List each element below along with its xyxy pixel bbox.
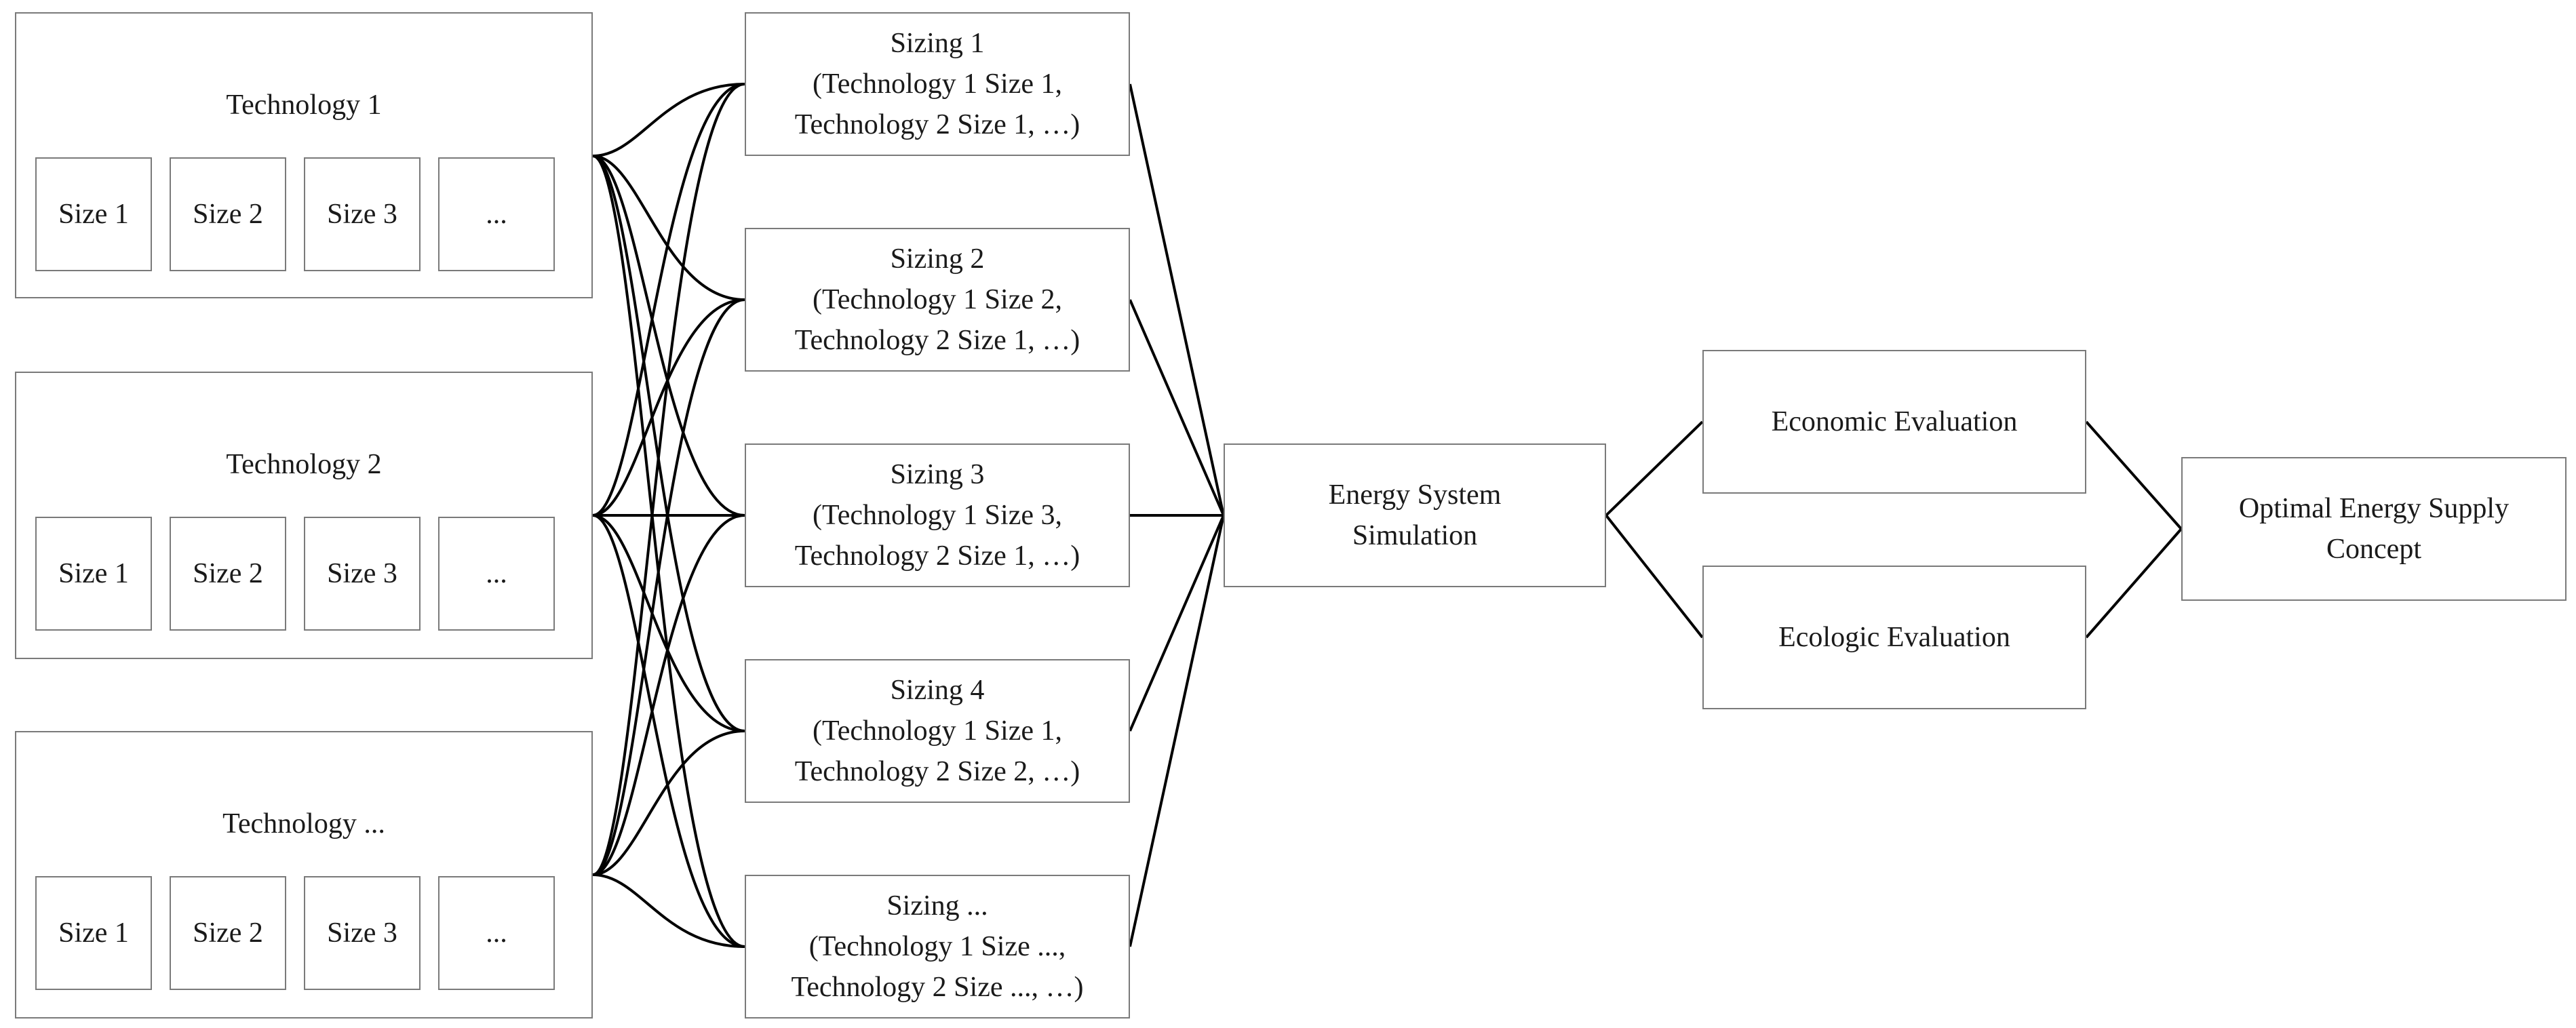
ecologic-evaluation-box: Ecologic Evaluation bbox=[1702, 566, 2086, 709]
sizing-4-box: Sizing 4 (Technology 1 Size 1, Technolog… bbox=[745, 659, 1130, 803]
tech-3-to-sizing-2-connector bbox=[592, 298, 745, 876]
tech-1-to-sizing-4-connector bbox=[592, 155, 745, 732]
economic-evaluation-box: Economic Evaluation bbox=[1702, 350, 2086, 494]
tech-1-to-sizing-1-connector bbox=[592, 83, 745, 157]
tech-2-to-sizing-5-connector bbox=[592, 514, 745, 948]
tech-3-to-sizing-4-connector bbox=[592, 730, 745, 876]
tech-3-to-sizing-1-connector bbox=[592, 83, 745, 876]
sizing-1-line-2: Technology 2 Size 1, …) bbox=[794, 109, 1080, 140]
sizing-2-line-2: Technology 2 Size 1, …) bbox=[794, 325, 1080, 356]
sizing-4-line-2: Technology 2 Size 2, …) bbox=[794, 756, 1080, 787]
technology-2-size-3: Size 3 bbox=[304, 517, 421, 631]
technology-more-size-3: Size 3 bbox=[304, 876, 421, 990]
sizing-1-line-1: (Technology 1 Size 1, bbox=[813, 68, 1062, 100]
simulation-to-ecologic-connector bbox=[1605, 514, 1704, 639]
technology-2-size-2: Size 2 bbox=[170, 517, 286, 631]
simulation-line-2: Simulation bbox=[1352, 520, 1478, 551]
technology-1-size-1: Size 1 bbox=[35, 157, 152, 271]
tech-1-to-sizing-5-connector bbox=[592, 155, 745, 948]
simulation-to-economic-connector bbox=[1605, 420, 1704, 517]
technology-more-box: Technology ... Size 1 Size 2 Size 3 ... bbox=[15, 731, 593, 1019]
sizing-3-line-1: (Technology 1 Size 3, bbox=[813, 500, 1062, 531]
sizing-4-title: Sizing 4 bbox=[890, 675, 985, 706]
tech-1-to-sizing-3-connector bbox=[592, 155, 745, 517]
technology-more-size-more: ... bbox=[438, 876, 555, 990]
sizing-3-title: Sizing 3 bbox=[890, 459, 985, 490]
sizing-2-box: Sizing 2 (Technology 1 Size 2, Technolog… bbox=[745, 228, 1130, 372]
technology-1-size-2: Size 2 bbox=[170, 157, 286, 271]
sizing-2-to-simulation-connector bbox=[1129, 299, 1225, 516]
tech-3-to-sizing-3-connector bbox=[592, 514, 745, 876]
technology-1-title: Technology 1 bbox=[226, 90, 382, 121]
economic-evaluation-label: Economic Evaluation bbox=[1771, 406, 2018, 437]
technology-more-size-1: Size 1 bbox=[35, 876, 152, 990]
technology-2-size-more: ... bbox=[438, 517, 555, 631]
sizing-5-to-simulation-connector bbox=[1129, 515, 1225, 947]
sizing-1-title: Sizing 1 bbox=[890, 28, 985, 59]
technology-more-title: Technology ... bbox=[222, 808, 385, 839]
tech-1-to-sizing-2-connector bbox=[592, 155, 745, 301]
ecologic-to-result-connector bbox=[2085, 528, 2183, 639]
technology-1-box: Technology 1 Size 1 Size 2 Size 3 ... bbox=[15, 12, 593, 298]
ecologic-evaluation-label: Ecologic Evaluation bbox=[1778, 622, 2010, 653]
technology-1-size-3: Size 3 bbox=[304, 157, 421, 271]
sizing-3-box: Sizing 3 (Technology 1 Size 3, Technolog… bbox=[745, 443, 1130, 587]
tech-2-to-sizing-2-connector bbox=[592, 298, 745, 517]
tech-3-to-sizing-5-connector bbox=[592, 873, 745, 948]
sizing-3-line-2: Technology 2 Size 1, …) bbox=[794, 540, 1080, 572]
sizing-2-line-1: (Technology 1 Size 2, bbox=[813, 284, 1062, 315]
optimal-concept-box: Optimal Energy Supply Concept bbox=[2181, 457, 2567, 601]
sizing-2-title: Sizing 2 bbox=[890, 243, 985, 275]
technology-more-size-2: Size 2 bbox=[170, 876, 286, 990]
technology-1-size-more: ... bbox=[438, 157, 555, 271]
sizing-more-title: Sizing ... bbox=[886, 890, 988, 922]
sizing-more-line-2: Technology 2 Size ..., …) bbox=[791, 972, 1084, 1003]
sizing-more-line-1: (Technology 1 Size ..., bbox=[808, 931, 1066, 962]
sizing-1-box: Sizing 1 (Technology 1 Size 1, Technolog… bbox=[745, 12, 1130, 156]
technology-2-size-1: Size 1 bbox=[35, 517, 152, 631]
technology-2-title: Technology 2 bbox=[226, 449, 382, 480]
technology-2-box: Technology 2 Size 1 Size 2 Size 3 ... bbox=[15, 372, 593, 659]
simulation-line-1: Energy System bbox=[1328, 479, 1502, 511]
simulation-box: Energy System Simulation bbox=[1224, 443, 1606, 587]
economic-to-result-connector bbox=[2085, 420, 2183, 530]
optimal-concept-line-1: Optimal Energy Supply bbox=[2238, 493, 2510, 524]
sizing-1-to-simulation-connector bbox=[1129, 83, 1225, 516]
tech-2-to-sizing-4-connector bbox=[592, 514, 745, 732]
sizing-4-line-1: (Technology 1 Size 1, bbox=[813, 715, 1062, 747]
tech-2-to-sizing-1-connector bbox=[592, 83, 745, 517]
sizing-4-to-simulation-connector bbox=[1129, 515, 1225, 732]
optimal-concept-line-2: Concept bbox=[2326, 534, 2421, 565]
sizing-more-box: Sizing ... (Technology 1 Size ..., Techn… bbox=[745, 875, 1130, 1019]
